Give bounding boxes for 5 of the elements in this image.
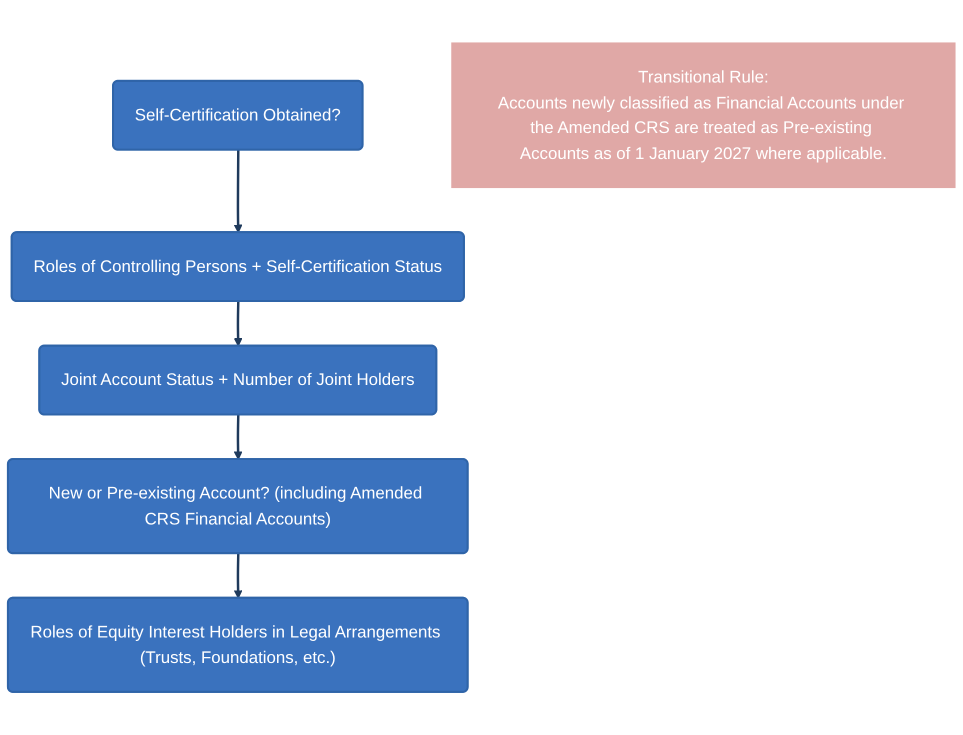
node-box: Transitional Rule: Accounts newly classified as Financial Accounts under the Amended CRS are treated as Pre-existing Accounts as of 1 January 2027 where applicable. — [451, 42, 956, 188]
arrow — [234, 415, 242, 460]
arrow — [234, 554, 242, 599]
arrow — [234, 302, 242, 347]
arrow — [234, 150, 242, 234]
